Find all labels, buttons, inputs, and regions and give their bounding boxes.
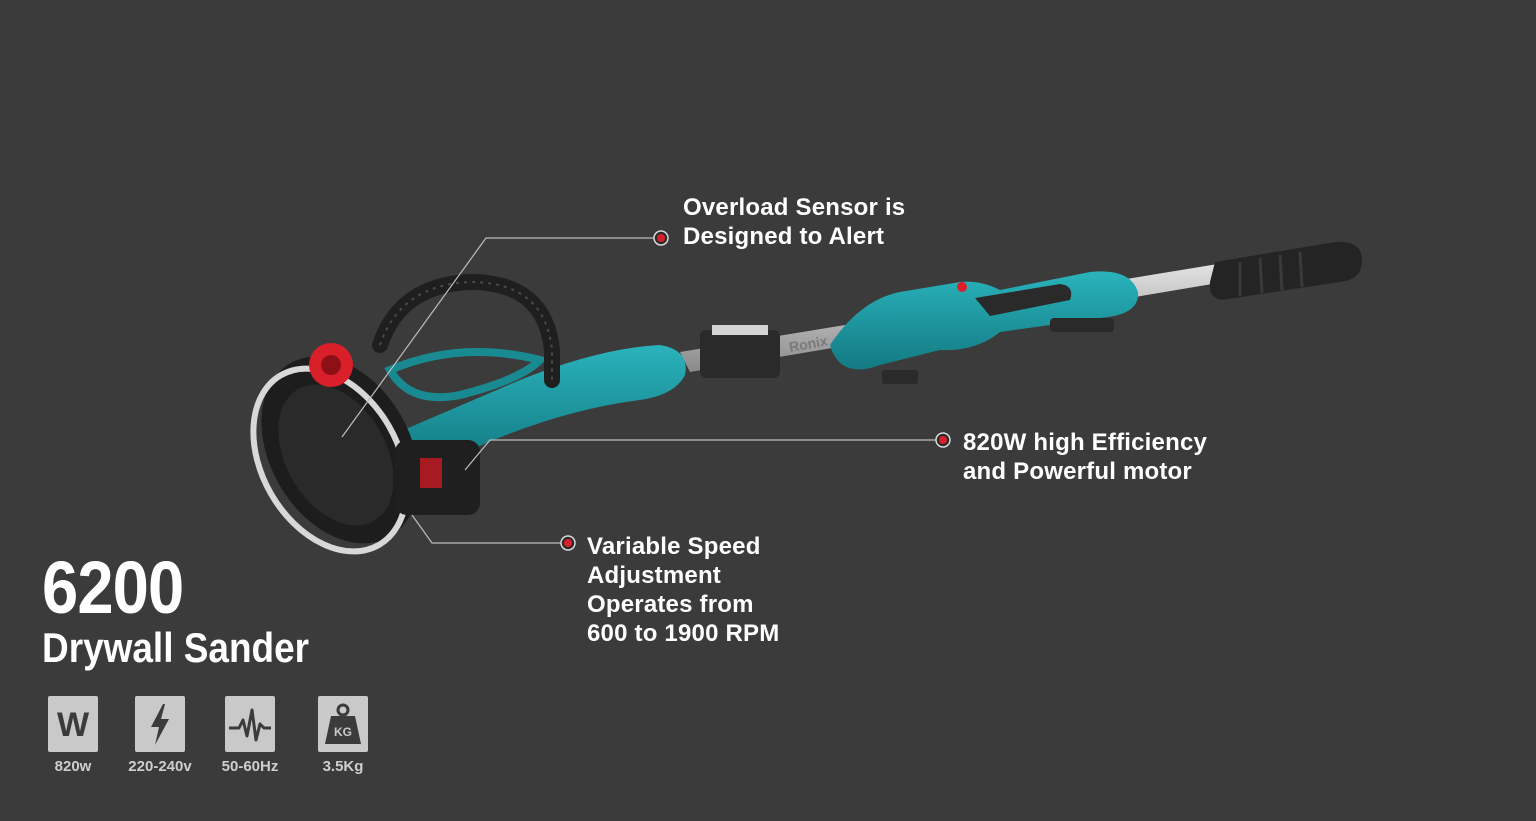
spec-power: W 820w <box>28 696 118 776</box>
svg-text:W: W <box>57 706 90 744</box>
spec-label: 50-60Hz <box>221 758 279 775</box>
callout-line: Overload Sensor is <box>683 194 906 221</box>
callout-markers <box>560 230 951 551</box>
callout-line: Variable Speed <box>587 533 761 560</box>
rear-grip <box>1209 241 1362 300</box>
spec-weight: KG 3.5Kg <box>298 696 388 776</box>
callout-line: and Powerful motor <box>963 458 1192 485</box>
spec-label: 3.5Kg <box>322 758 364 775</box>
model-number: 6200 <box>42 546 184 629</box>
sander-arm <box>380 345 686 464</box>
callout-line: 820W high Efficiency <box>963 429 1208 456</box>
lightning-icon <box>135 696 185 752</box>
spec-frequency: 50-60Hz <box>205 696 295 776</box>
callout-line: 600 to 1900 RPM <box>587 620 780 647</box>
callout-variable-speed: Variable Speed Adjustment Operates from … <box>587 532 779 648</box>
callout-overload-sensor: Overload Sensor is Designed to Alert <box>683 193 905 251</box>
callout-line: Designed to Alert <box>683 223 885 250</box>
svg-text:KG: KG <box>334 725 352 739</box>
head-motor <box>395 440 480 515</box>
sanding-head <box>250 343 419 555</box>
watt-icon: W <box>48 696 98 752</box>
leader-lines <box>341 237 943 544</box>
frequency-wave-icon <box>225 696 275 752</box>
callout-line: Operates from <box>587 591 754 618</box>
motor-housing <box>830 271 1139 384</box>
callout-line: Adjustment <box>587 562 721 589</box>
brand-mark: Ronix <box>788 332 829 355</box>
spec-voltage: 220-240v <box>115 696 205 776</box>
product-name: Drywall Sander <box>42 624 310 671</box>
spec-label: 820w <box>54 758 92 775</box>
pole-clamp <box>700 325 780 378</box>
callout-motor: 820W high Efficiency and Powerful motor <box>963 428 1207 486</box>
weight-icon: KG <box>318 696 368 752</box>
spec-label: 220-240v <box>128 758 192 775</box>
